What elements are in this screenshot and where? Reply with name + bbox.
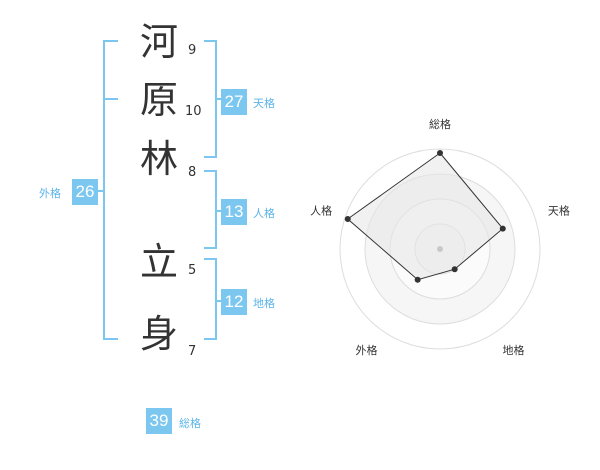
radar-axis-label-4: 外格 [356,343,378,357]
radar-axis-label-5: 人格 [310,203,332,217]
chikaku-value-badge: 12 [221,289,247,315]
jinkaku-bracket [204,170,217,249]
radar-axis-label-1: 総格 [429,117,451,131]
jinkaku-value-badge: 13 [221,199,247,225]
jinkaku-label: 人格 [253,207,275,220]
tenkaku-label: 天格 [253,97,275,110]
name-char-5: 身 [139,312,178,356]
stroke-count-2: 10 [185,104,202,119]
name-char-3: 林 [139,137,178,181]
name-char-4: 立 [139,240,178,284]
stroke-count-5: 7 [188,344,197,359]
chikaku-bracket [204,258,217,340]
name-char-1: 河 [139,20,178,64]
radar-point-4 [414,276,421,283]
radar-axis-label-2: 天格 [548,203,570,217]
tenkaku-value-badge: 27 [221,89,247,115]
radar-polygon [346,152,504,281]
radar-polygon-group [346,152,504,281]
radar-point-1 [437,150,443,156]
gaikaku-label: 外格 [39,187,61,200]
radar-point-5 [344,216,351,223]
stroke-count-3: 8 [188,165,197,180]
gaikaku-value-badge: 26 [72,179,98,205]
radar-points [344,150,506,283]
soukaku-label: 総格 [179,417,201,430]
radar-point-2 [499,225,506,232]
stroke-count-1: 9 [188,43,197,58]
name-char-2: 原 [139,78,178,122]
soukaku-value-badge: 39 [146,408,172,434]
radar-point-3 [451,266,458,273]
stroke-count-4: 5 [188,263,197,278]
chikaku-label: 地格 [253,297,275,310]
radar-center-dot [437,246,443,252]
radar-axis-label-3: 地格 [503,343,525,357]
